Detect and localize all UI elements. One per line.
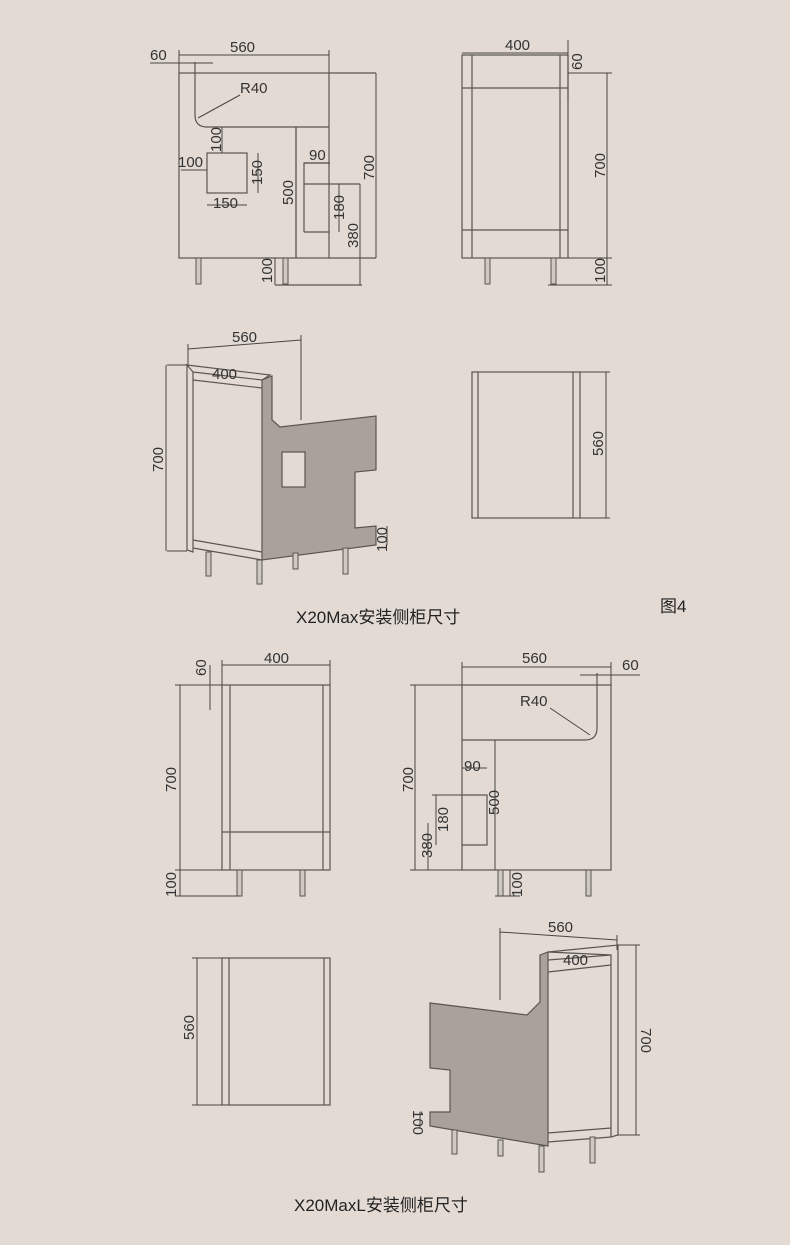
dim-150: 150: [249, 160, 266, 185]
dim-width-400: 400: [212, 366, 237, 383]
recess-cutout: [462, 794, 488, 846]
side-panel: [261, 375, 377, 561]
dim-500: 500: [486, 790, 503, 815]
frame-lines: [228, 958, 325, 1105]
dimension-lines: [410, 662, 640, 897]
dim-width-400: 400: [563, 952, 588, 969]
dim-150: 150: [213, 195, 238, 212]
dimension-lines: [192, 957, 222, 1106]
dim-180: 180: [435, 807, 452, 832]
leg: [195, 257, 202, 285]
leg: [236, 869, 243, 897]
frame-post-and-rails: [547, 944, 619, 1143]
frame-lines: [477, 372, 574, 518]
dim-100: 100: [163, 872, 180, 897]
window-cutout: [281, 451, 306, 488]
dim-width-560: 560: [230, 39, 255, 56]
dimension-lines: [419, 928, 640, 1136]
leg: [256, 559, 263, 585]
dim-60: 60: [193, 659, 210, 676]
dim-560: 560: [590, 431, 607, 456]
dim-100: 100: [592, 258, 609, 283]
dim-width-400: 400: [505, 37, 530, 54]
top-cutout-line: [462, 673, 598, 741]
dim-700: 700: [400, 767, 417, 792]
dimension-lines: [462, 40, 612, 286]
dim-60: 60: [569, 53, 586, 70]
side-panel: [429, 951, 549, 1147]
x20maxl-isometric: 560 400 700 100: [409, 919, 654, 1173]
leg: [538, 1145, 545, 1173]
caption-x20max: X20Max安装侧柜尺寸: [296, 608, 460, 627]
leg: [550, 257, 557, 285]
leg: [282, 257, 289, 285]
frame-lines: [222, 685, 330, 870]
dim-180: 180: [331, 195, 348, 220]
frame-rails: [192, 379, 263, 561]
dim-width-560: 560: [548, 919, 573, 936]
x20maxl-top-view: 560: [181, 957, 331, 1106]
cabinet-outline: [221, 957, 331, 1106]
dimension-lines: [150, 50, 377, 285]
dim-560: 560: [181, 1015, 198, 1040]
dimension-lines: [175, 660, 331, 897]
leg: [299, 869, 306, 897]
leg: [342, 547, 349, 575]
leg: [292, 552, 299, 570]
x20maxl-front-elevation: 400 60 700 100: [163, 650, 331, 897]
dim-100: 100: [208, 127, 225, 152]
frame-lines: [462, 55, 568, 258]
leg: [451, 1129, 458, 1155]
x20max-front-elevation: 400 60 700 100: [461, 37, 612, 286]
leg: [497, 869, 504, 897]
dim-width-560: 560: [522, 650, 547, 667]
x20max-top-view: 560: [471, 371, 610, 519]
dim-700: 700: [150, 447, 167, 472]
x20max-side-elevation: 560 60 R40 100 100 150 150 90 500 180 38…: [150, 39, 378, 286]
dim-width-560: 560: [232, 329, 257, 346]
frame-post-and-top: [186, 363, 272, 553]
x20max-isometric: 560 400 700 100: [150, 329, 391, 585]
dim-90: 90: [309, 147, 326, 164]
window-cutout: [206, 152, 248, 194]
dim-100: 100: [178, 154, 203, 171]
leg: [585, 869, 592, 897]
side-panel-outline: [461, 684, 612, 871]
leg: [484, 257, 491, 285]
dim-380: 380: [419, 833, 436, 858]
dim-700: 700: [592, 153, 609, 178]
leg: [205, 551, 212, 577]
dim-700: 700: [163, 767, 180, 792]
dim-offset-60: 60: [622, 657, 639, 674]
dim-500: 500: [280, 180, 297, 205]
leg: [589, 1136, 596, 1164]
dim-100: 100: [374, 527, 391, 552]
dim-width-400: 400: [264, 650, 289, 667]
dim-offset-60: 60: [150, 47, 167, 64]
dim-700: 700: [361, 155, 378, 180]
dim-100: 100: [259, 258, 276, 283]
top-cutout-line: [194, 62, 329, 128]
side-panel-outline: [178, 72, 330, 259]
dim-100: 100: [509, 872, 526, 897]
cabinet-outline: [461, 54, 569, 259]
dimension-lines: [165, 335, 388, 552]
dim-radius-r40: R40: [520, 693, 548, 710]
dim-90: 90: [464, 758, 481, 775]
leg: [497, 1139, 504, 1157]
dim-100: 100: [409, 1110, 426, 1135]
dim-radius-r40: R40: [240, 80, 268, 97]
cabinet-outline: [221, 684, 331, 871]
x20maxl-side-elevation: 560 60 R40 90 500 180 380 700 100: [400, 650, 640, 897]
dim-700: 700: [637, 1028, 654, 1053]
figure-label: 图4: [660, 597, 686, 616]
cabinet-outline: [471, 371, 581, 519]
dim-380: 380: [345, 223, 362, 248]
dimension-lines: [580, 371, 610, 519]
caption-x20maxl: X20MaxL安装侧柜尺寸: [294, 1196, 468, 1215]
